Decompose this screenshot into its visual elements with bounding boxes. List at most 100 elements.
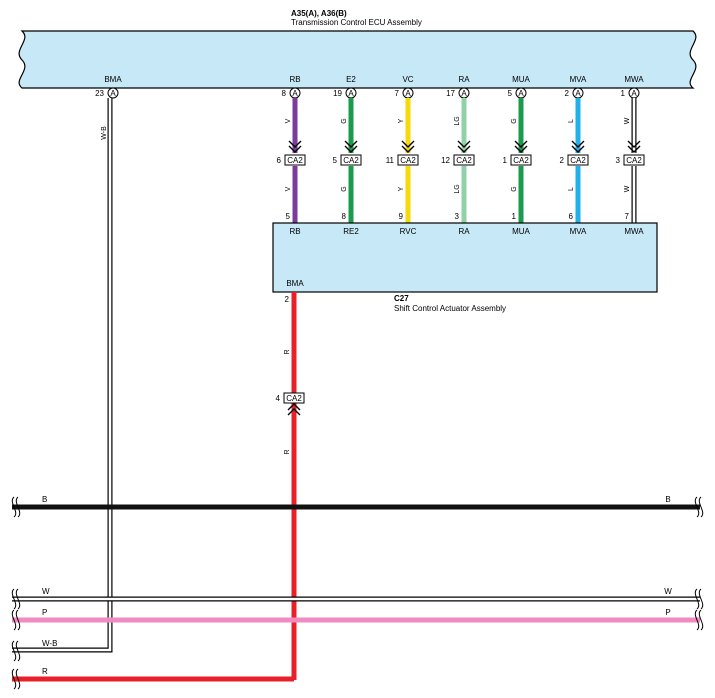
actuator-pin-number: 3 <box>455 212 460 221</box>
wire-color-code-lower: Y <box>398 186 405 191</box>
ecu-pin-name: MWA <box>624 75 644 84</box>
ecu-pin-number: 7 <box>395 89 400 98</box>
break-left-icon <box>15 668 21 690</box>
junction-connector <box>397 154 419 166</box>
ecu-pin-name: VC <box>402 75 413 84</box>
junction-label: CA2 <box>400 156 416 165</box>
connector-badge-letter: A <box>292 89 298 98</box>
bma-wire <box>12 98 113 653</box>
actuator-pin-name: MVA <box>570 227 587 236</box>
ecu-pin-bma: BMA 23 A <box>95 75 122 99</box>
wire-color-code-upper: G <box>511 118 518 123</box>
ecu-pin-mwa: MWA 1 A <box>621 75 644 99</box>
bus-label-left: W-B <box>42 639 57 648</box>
bma-wire-color: W-B <box>101 126 108 140</box>
ecu-box <box>18 30 697 89</box>
junction-connector <box>623 154 645 166</box>
junction-connector <box>453 154 475 166</box>
actuator-pin-name: RVC <box>400 227 417 236</box>
junction-pin-number: 11 <box>386 156 395 165</box>
wire-color-code-lower: LG <box>454 184 461 193</box>
break-left-icon <box>11 588 17 610</box>
signal-wires: CA26VVCA25GGCA211YYCA212LGLGCA21GGCA22LL… <box>277 98 645 223</box>
bus-label-right: W <box>664 587 672 596</box>
bus-line-4: W-B <box>11 639 57 662</box>
connector-badge-letter: A <box>461 89 467 98</box>
break-left-icon <box>15 640 21 662</box>
wire-color-code-upper: W <box>624 117 631 124</box>
junction-pin-number: 1 <box>503 156 508 165</box>
break-right-icon <box>694 609 700 631</box>
actuator-pin-number: 8 <box>342 212 347 221</box>
actuator-title: C27 <box>394 294 409 303</box>
break-left-icon <box>15 609 21 631</box>
junction-chevron-icon <box>571 140 585 153</box>
junction-label: CA2 <box>626 156 642 165</box>
junction-pin-number: 5 <box>333 156 338 165</box>
break-left-icon <box>15 496 21 518</box>
actuator-pin-name: MWA <box>624 227 644 236</box>
actuator-pin-number: 9 <box>399 212 404 221</box>
junction-label: CA2 <box>287 156 303 165</box>
bus-label-left: P <box>42 608 47 617</box>
wire-color-code-lower: G <box>341 186 348 191</box>
actuator-bma-pin: 2 <box>285 295 290 304</box>
break-right-icon <box>694 588 700 610</box>
connector-badge-letter: A <box>518 89 524 98</box>
ecu-pin-number: 19 <box>333 89 342 98</box>
wire-color-code-lower: W <box>624 185 631 192</box>
break-left-icon <box>11 640 17 662</box>
actuator-subtitle: Shift Control Actuator Assembly <box>394 304 506 313</box>
connector-badge-letter: A <box>348 89 354 98</box>
break-left-icon <box>11 609 17 631</box>
junction-chevron-icon <box>401 140 415 153</box>
junction-label: CA2 <box>456 156 472 165</box>
junction-label: CA2 <box>286 394 302 403</box>
ecu-pin-name: BMA <box>104 75 122 84</box>
actuator-pin-number: 5 <box>286 212 291 221</box>
bus-label-left: W <box>42 587 50 596</box>
junction-connector <box>284 154 306 166</box>
actuator-pin-name: RB <box>289 227 300 236</box>
actuator-pin-number: 1 <box>512 212 517 221</box>
actuator-pin-name: RE2 <box>343 227 359 236</box>
connector-badge-letter: A <box>405 89 411 98</box>
actuator-pin-number: 6 <box>569 212 574 221</box>
junction-pin-number: 2 <box>560 156 565 165</box>
ecu-pin-number: 17 <box>446 89 455 98</box>
ecu-subtitle: Transmission Control ECU Assembly <box>291 18 422 27</box>
junction-chevron-icon <box>287 403 301 416</box>
junction-chevron-icon <box>344 140 358 153</box>
break-left-icon <box>11 496 17 518</box>
break-left-icon <box>11 668 17 690</box>
break-right-icon <box>698 588 704 610</box>
junction-connector <box>567 154 589 166</box>
ecu-pin-ra: RA 17 A <box>446 75 470 99</box>
ecu-pin-name: E2 <box>346 75 356 84</box>
junction-pin-number: 3 <box>616 156 621 165</box>
break-right-icon <box>698 609 704 631</box>
connector-badge-letter: A <box>631 89 637 98</box>
ecu-pin-number: 23 <box>95 89 104 98</box>
actuator-bma-label: BMA <box>286 279 304 288</box>
power-wire-color-upper: R <box>284 349 291 354</box>
ecu-pin-name: MUA <box>512 75 530 84</box>
ecu-pin-name: RA <box>458 75 470 84</box>
junction-connector-power <box>283 392 305 404</box>
actuator-box <box>272 222 658 293</box>
bus-label-left: R <box>42 667 48 676</box>
power-wire-color-lower: R <box>284 449 291 454</box>
